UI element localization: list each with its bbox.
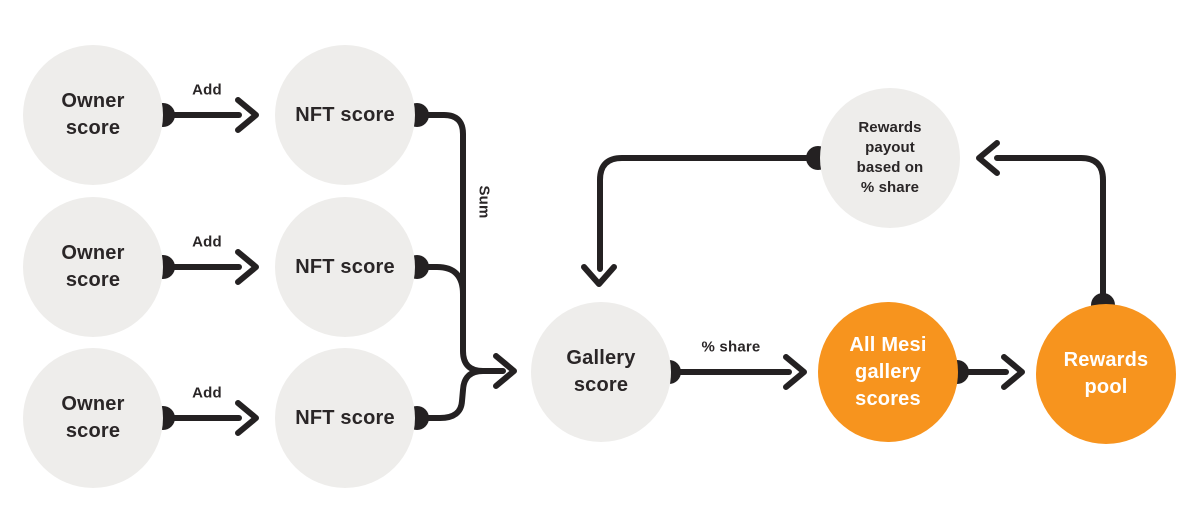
edge-label-add-1: Add [192,81,222,99]
node-label-line: Rewards [858,119,922,136]
node-rewards-payout: Rewards payout based on % share [820,88,960,228]
node-label-line: pool [1084,376,1128,398]
arrowhead-owner3-to-nft3 [235,400,259,436]
node-label-line: NFT score [295,255,395,278]
node-label-line: % share [860,179,920,196]
edge-label-add-3: Add [192,384,222,402]
edge-pool-to-payout [994,155,1106,308]
edge-label-sum: Sum [475,185,493,219]
node-nft-score-3: NFT score [275,348,415,488]
node-label-line: gallery [855,360,921,383]
edge-nft1-sum [414,112,506,374]
node-label-line: Gallery [566,347,636,369]
edge-label-percent-share: % share [701,338,761,356]
arrowhead-allmesi-to-pool [1001,354,1025,390]
node-rewards-pool: Rewards pool [1036,304,1176,444]
node-nft-score-2: NFT score [275,197,415,337]
arrowhead-pool-to-payout [976,140,1000,176]
arrowhead-payout-to-gallery [581,264,617,287]
node-label-line: Owner [61,90,125,112]
edge-label-add-2: Add [192,233,222,251]
node-label-line: scores [855,387,921,410]
node-label-line: score [573,374,629,396]
node-label-line: All Mesi [849,333,927,356]
edge-nft3-sum [414,368,486,421]
edge-nft2-sum [414,264,466,297]
arrowhead-sum-to-gallery [493,353,517,389]
node-label-line: based on [856,159,924,176]
node-label-line: score [65,117,121,139]
arrowhead-owner2-to-nft2 [235,249,259,285]
node-all-mesi-gallery-scores: All Mesi gallery scores [818,302,958,442]
node-gallery-score: Gallery score [531,302,671,442]
node-label-line: NFT score [295,406,395,429]
node-owner-score-3: Owner score [23,348,163,488]
node-owner-score-2: Owner score [23,197,163,337]
node-nft-score-1: NFT score [275,45,415,185]
node-label-line: Rewards [1063,349,1149,371]
edge-payout-to-gallery [597,155,821,272]
arrowhead-gallery-to-allmesi [783,354,807,390]
node-label-line: Owner [61,242,125,264]
node-label-line: payout [865,139,915,156]
node-label-line: score [65,269,121,291]
node-label-line: score [65,420,121,442]
node-owner-score-1: Owner score [23,45,163,185]
node-label-line: Owner [61,393,125,415]
node-label-line: NFT score [295,103,395,126]
arrowhead-owner1-to-nft1 [235,97,259,133]
